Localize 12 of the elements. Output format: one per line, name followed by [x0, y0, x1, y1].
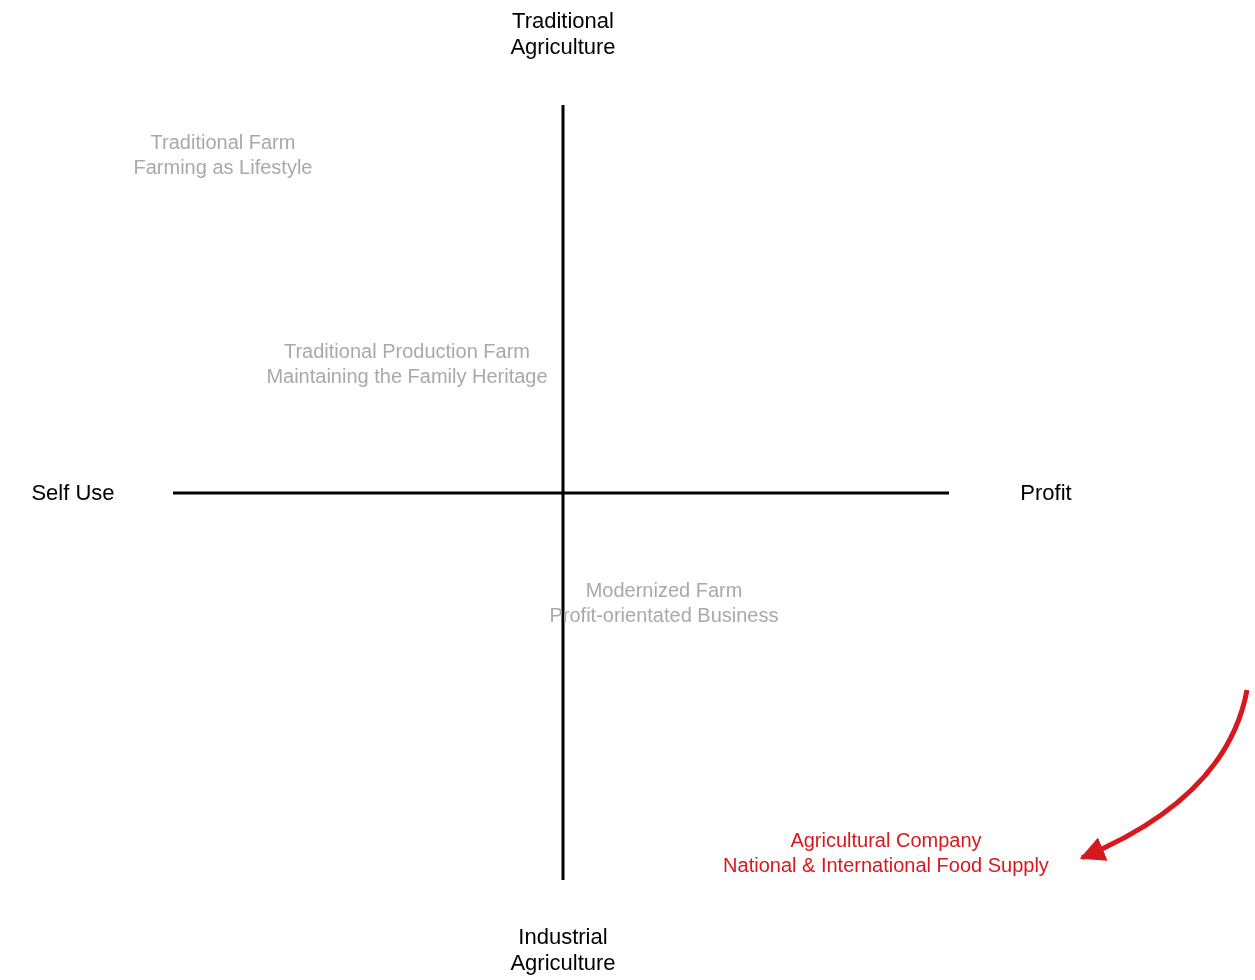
axis-label: Profit	[1019, 480, 1073, 507]
curved-arrow	[1079, 689, 1250, 860]
node-subtitle: Farming as Lifestyle	[132, 155, 314, 180]
axis-label: Industrial Agriculture	[509, 924, 617, 977]
node-heading: Traditional Production Farm	[283, 339, 531, 364]
node-heading: Agricultural Company	[789, 828, 983, 853]
node-subtitle: Maintaining the Family Heritage	[265, 364, 549, 389]
node-heading: Modernized Farm	[584, 578, 744, 603]
axis-label: Traditional Agriculture	[509, 8, 617, 61]
node-subtitle: National & International Food Supply	[722, 853, 1050, 878]
node-heading: Traditional Farm	[149, 130, 297, 155]
axis-label: Self Use	[30, 480, 116, 507]
